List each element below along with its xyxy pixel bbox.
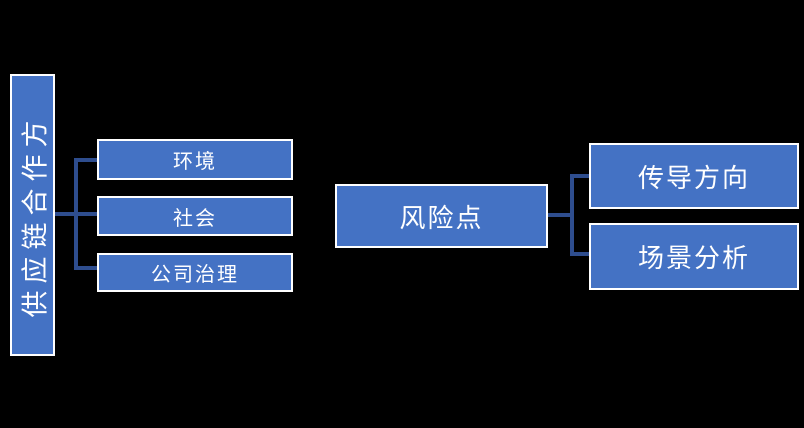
risk-point-node[interactable]: 风险点 xyxy=(335,184,548,248)
risk-point-label: 风险点 xyxy=(399,203,484,234)
connector-to-environment xyxy=(74,158,98,162)
scenario-analysis-label: 场景分析 xyxy=(637,244,750,274)
supply-chain-partner-node[interactable]: 供应链合作方 xyxy=(10,74,55,356)
connector-risk-to-analysis xyxy=(548,213,574,217)
connector-to-scenario xyxy=(570,252,590,256)
supply-chain-partner-label: 供应链合作方 xyxy=(20,113,51,317)
society-node[interactable]: 社会 xyxy=(97,196,293,236)
society-label: 社会 xyxy=(173,205,217,230)
scenario-analysis-node[interactable]: 场景分析 xyxy=(589,223,799,290)
connector-analysis-trunk xyxy=(570,174,574,256)
transmission-direction-node[interactable]: 传导方向 xyxy=(589,143,799,209)
transmission-direction-label: 传导方向 xyxy=(637,163,750,194)
environment-label: 环境 xyxy=(173,149,217,173)
connector-to-transmission xyxy=(570,174,590,178)
governance-node[interactable]: 公司治理 xyxy=(97,253,293,292)
connector-to-governance xyxy=(74,266,98,270)
governance-label: 公司治理 xyxy=(151,262,239,286)
environment-node[interactable]: 环境 xyxy=(97,139,293,180)
connector-esg-trunk xyxy=(74,158,78,270)
